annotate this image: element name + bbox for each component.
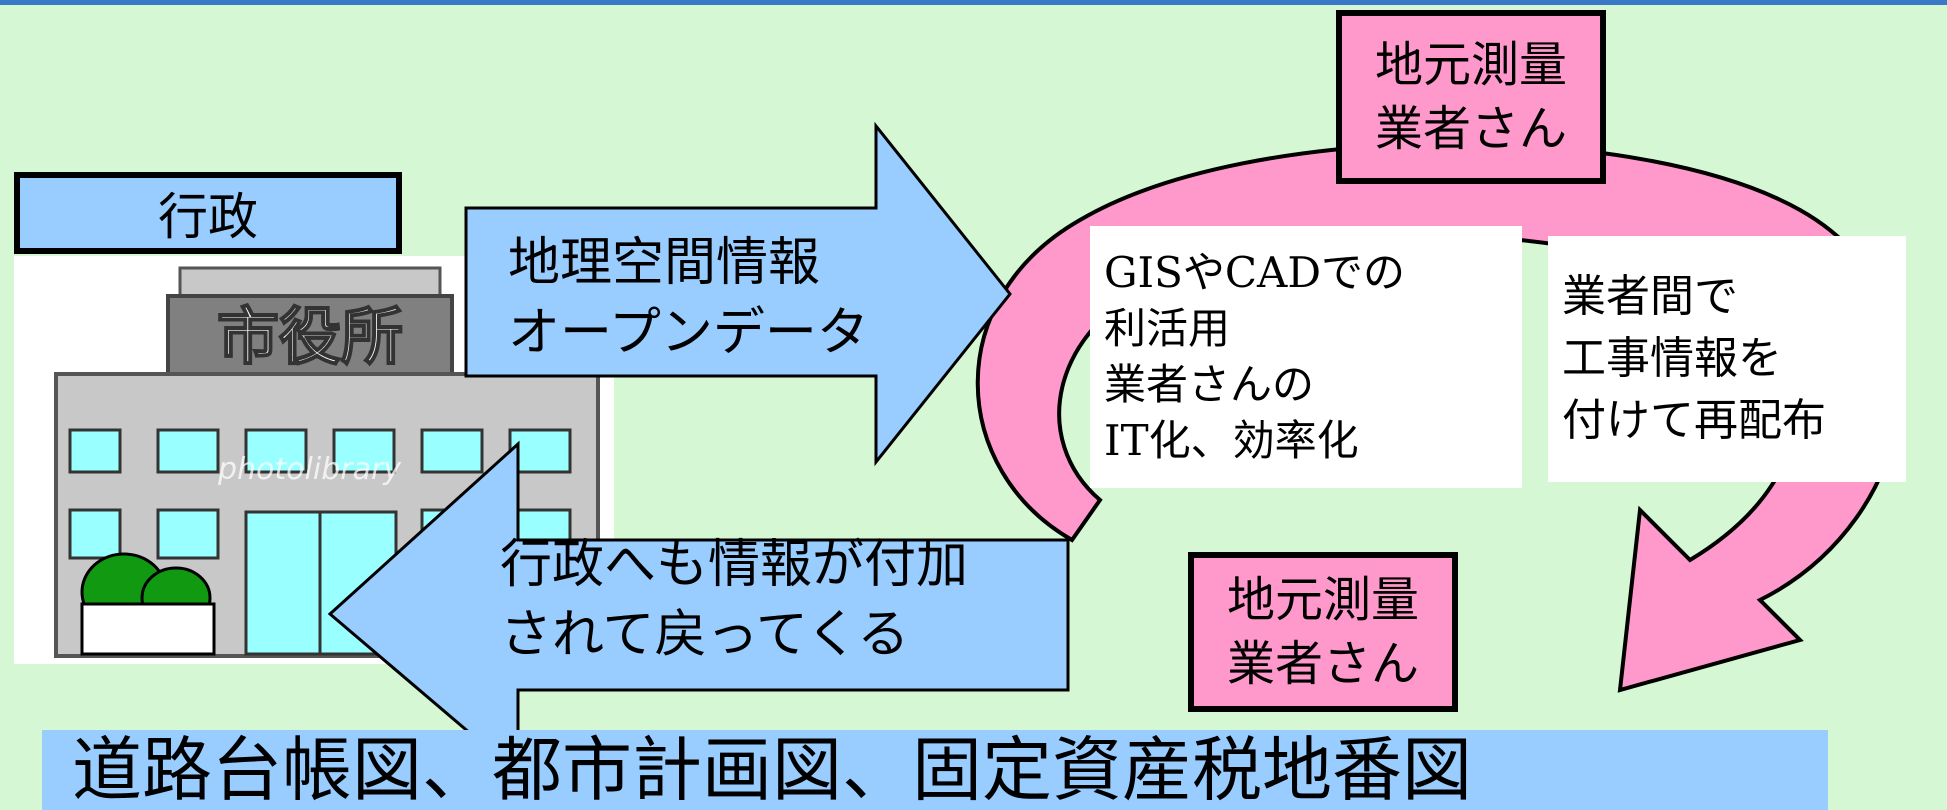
watermark-text: photolibrary: [218, 452, 402, 487]
feedback-arrow: [327, 440, 1070, 774]
surveyor-bottom-box: 地元測量 業者さん: [1188, 552, 1458, 712]
planter-box: [80, 602, 216, 656]
gis-usage-box: GISやCADでの 利活用 業者さんの IT化、効率化: [1090, 226, 1522, 488]
city-hall-sign-text: 市役所: [217, 300, 403, 373]
building-windows: [68, 428, 572, 560]
government-label: 行政: [14, 172, 402, 254]
info-exchange-box: 業者間で 工事情報を 付けて再配布: [1548, 236, 1906, 482]
opendata-arrow-label: 地理空間情報 オープンデータ: [508, 233, 869, 363]
building-sign-board: [166, 294, 454, 376]
surveyor-top-box: 地元測量 業者さん: [1336, 10, 1606, 184]
opendata-arrow: [464, 121, 1012, 467]
bottom-banner: 道路台帳図、都市計画図、固定資産税地番図: [42, 730, 1828, 810]
feedback-arrow-label: 行政へも情報が付加 されて戻ってくる: [500, 535, 969, 665]
top-border-line: [0, 0, 1947, 5]
diagram-graphics: 市役所: [14, 121, 1904, 774]
building-roof-cap: [178, 266, 442, 300]
